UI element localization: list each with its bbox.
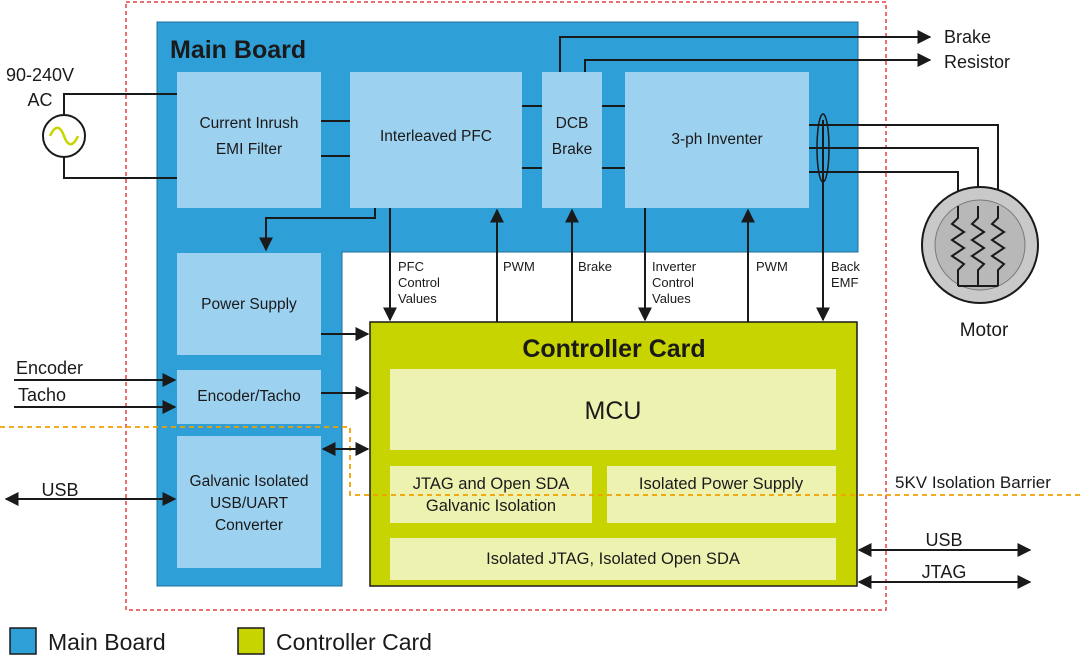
legend-main-board-swatch <box>9 627 37 655</box>
motor-phase-wire-1 <box>809 124 999 206</box>
brake-signal-label: Brake <box>578 259 612 274</box>
ac-wire-top <box>63 93 177 115</box>
inverter-block <box>625 72 809 208</box>
legend-controller-card-label: Controller Card <box>276 629 432 655</box>
pwm-inverter-label: PWM <box>756 259 788 274</box>
galvanic-label-1: Galvanic Isolated <box>190 473 309 490</box>
pfc-block <box>350 72 522 208</box>
pfc-control-label-3: Values <box>398 291 437 306</box>
usb-right-label: USB <box>925 530 962 550</box>
encoder-label: Encoder <box>16 358 83 378</box>
outer-boundary <box>125 1 887 611</box>
galvanic-label-3: Converter <box>215 517 283 534</box>
brake-resistor-arrow-2 <box>584 53 932 72</box>
emi-filter-label-2: EMI Filter <box>216 141 282 158</box>
isolated-jtag-block <box>390 538 836 580</box>
encoder-tacho-block <box>177 370 321 424</box>
pwm-pfc-label: PWM <box>503 259 535 274</box>
power-supply-block <box>177 253 321 355</box>
isolated-power-label: Isolated Power Supply <box>639 475 804 493</box>
dcb-brake-block <box>542 72 602 208</box>
emi-filter-block <box>177 72 321 208</box>
isolated-jtag-label: Isolated JTAG, Isolated Open SDA <box>486 550 740 568</box>
motor-label: Motor <box>960 320 1009 341</box>
pfc-control-label-1: PFC <box>398 259 424 274</box>
jtag-right-label: JTAG <box>922 562 967 582</box>
main-board-title: Main Board <box>170 36 306 64</box>
galvanic-label-2: USB/UART <box>210 495 289 512</box>
back-emf-label-2: EMF <box>831 275 859 290</box>
mcu-label: MCU <box>585 397 642 425</box>
isolation-barrier-line <box>0 426 1080 496</box>
tacho-label: Tacho <box>18 385 66 405</box>
back-emf-label-1: Back <box>831 259 860 274</box>
inverter-control-label-2: Control <box>652 275 694 290</box>
legend-controller-card-swatch <box>237 627 265 655</box>
brake-resistor-label-2: Resistor <box>944 52 1010 72</box>
dcb-label-1: DCB <box>556 115 589 132</box>
inverter-control-label-1: Inverter <box>652 259 697 274</box>
mcu-block <box>390 369 836 450</box>
motor-icon <box>921 186 1039 304</box>
encoder-tacho-label: Encoder/Tacho <box>197 388 300 405</box>
isolation-barrier-label: 5KV Isolation Barrier <box>895 473 1051 492</box>
controller-card-title: Controller Card <box>522 335 705 363</box>
ac-source-icon <box>42 114 86 158</box>
jtag-galvanic-label-1: JTAG and Open SDA <box>413 475 570 493</box>
galvanic-usb-block <box>177 436 321 568</box>
dcb-label-2: Brake <box>552 141 593 158</box>
legend-main-board-label: Main Board <box>48 629 166 655</box>
pfc-power-supply-arrow <box>259 208 376 252</box>
inverter-control-label-3: Values <box>652 291 691 306</box>
usb-left-label: USB <box>41 480 78 500</box>
inverter-label: 3-ph Inventer <box>671 131 762 148</box>
brake-resistor-arrow-1 <box>559 30 932 72</box>
ac-wire-bottom <box>63 157 177 179</box>
pfc-control-label-2: Control <box>398 275 440 290</box>
ac-label-1: 90-240V <box>6 65 74 85</box>
power-supply-label: Power Supply <box>201 296 297 313</box>
jtag-galvanic-label-2: Galvanic Isolation <box>426 497 556 515</box>
ac-label-2: AC <box>27 90 52 110</box>
emi-filter-label-1: Current Inrush <box>199 115 298 132</box>
brake-resistor-label-1: Brake <box>944 27 991 47</box>
pfc-label: Interleaved PFC <box>380 128 492 145</box>
